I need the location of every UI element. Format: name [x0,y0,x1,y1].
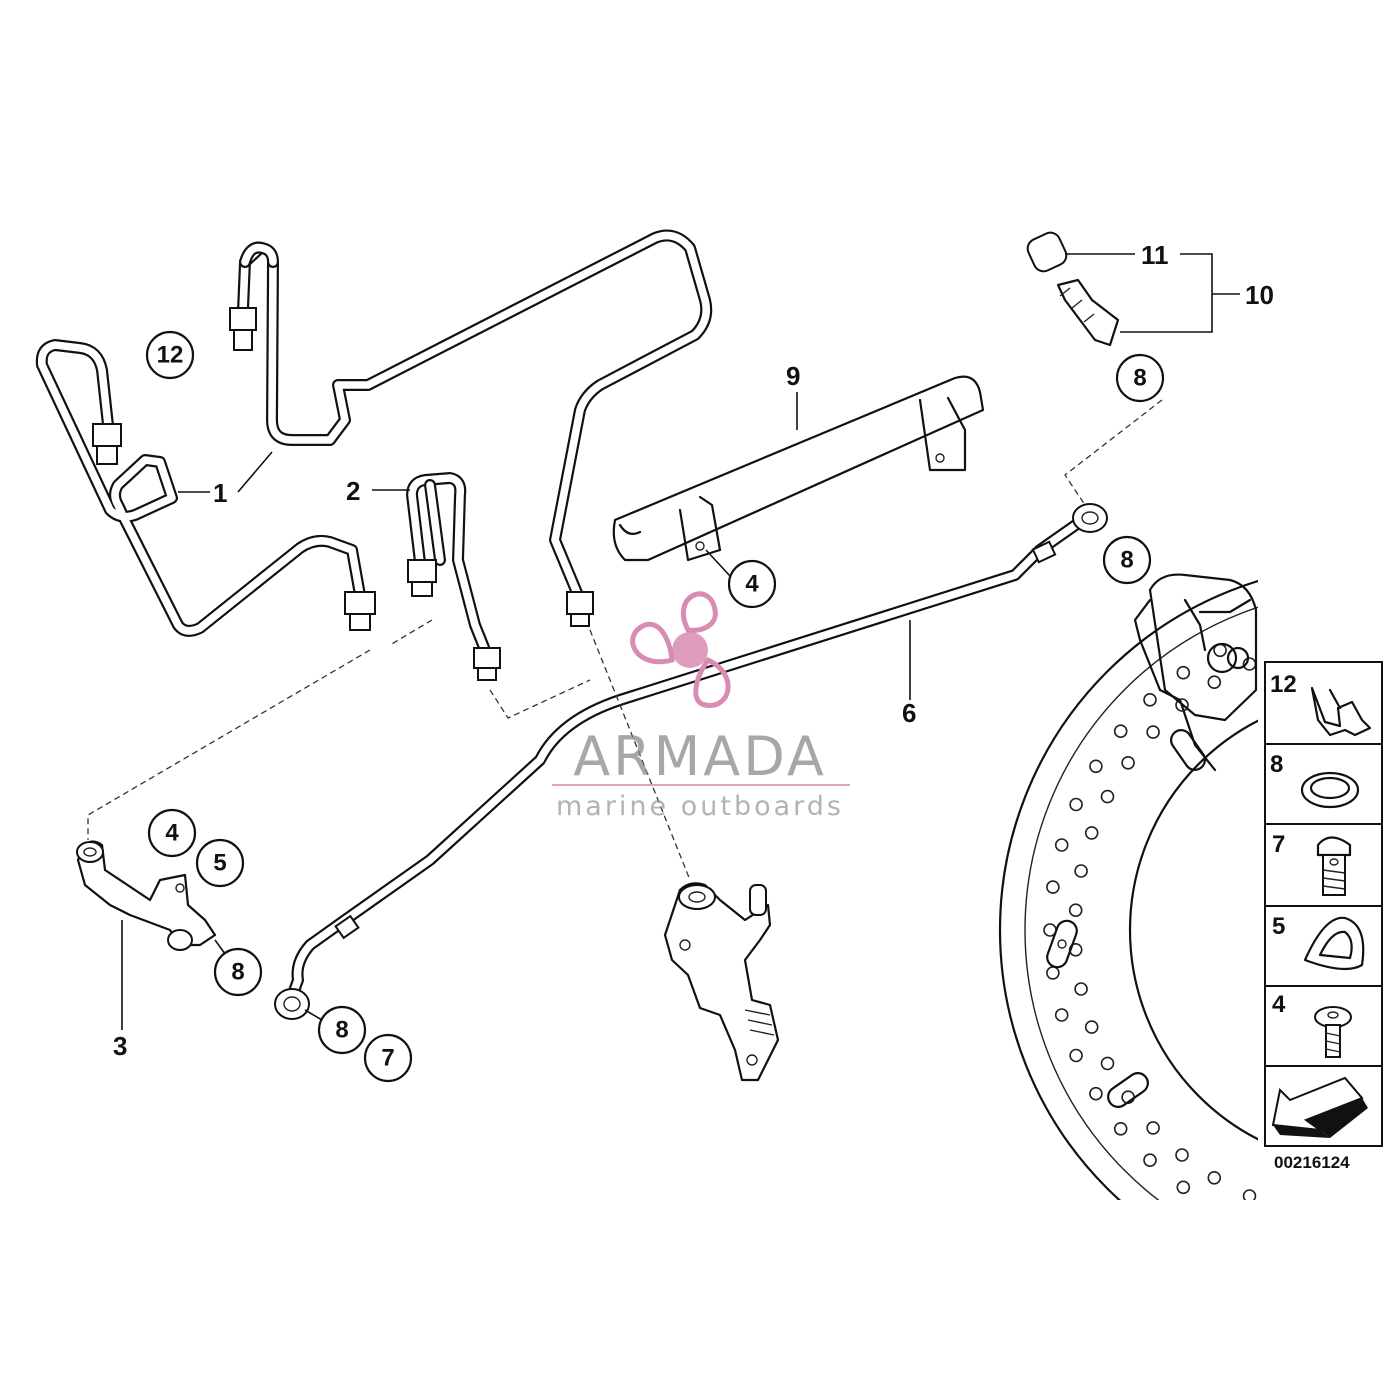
callout-9: 9 [786,361,800,391]
circled-5-left: 5 [195,838,245,888]
disc-hole [1214,1204,1226,1216]
disc-hole [1046,880,1060,894]
banjo-bolt-icon [1316,836,1352,896]
svg-text:8: 8 [1120,547,1133,574]
callout-6: 6 [902,698,916,728]
legend-label-7: 7 [1272,831,1285,858]
circled-4-bracket: 4 [727,559,777,609]
svg-text:8: 8 [1133,365,1146,392]
disc-hole [1121,755,1135,770]
disc-hole [1207,1171,1222,1185]
screw-icon [1314,1006,1352,1058]
clip-icon [1310,686,1372,737]
disc-hole [1089,1086,1103,1101]
leader-lines [121,253,1240,1030]
callout-11: 11 [1141,240,1169,270]
propeller-logo-icon [630,591,731,708]
brake-pipe-1 [229,229,713,627]
svg-text:8: 8 [231,959,244,986]
disc-hole [1175,698,1189,712]
callout-1: 1 [213,478,227,508]
callout-10: 10 [1245,280,1274,310]
disc-hole [1242,1189,1257,1200]
disc-holes [1043,643,1257,1216]
circled-8-top: 8 [1115,353,1165,403]
watermark-brand: ARMADA [573,725,827,788]
circled-12: 12 [145,330,195,380]
connector-3 [76,840,217,951]
disc-hole [1054,1008,1069,1022]
callout-2: 2 [346,476,360,506]
disc-hole [1143,1153,1157,1167]
disc-hole [1054,838,1069,852]
circled-8-right: 8 [1102,535,1152,585]
disc-hole [1113,724,1128,739]
disc-hole [1046,966,1060,980]
legend-label-4: 4 [1272,991,1286,1018]
brake-pipe-left [35,339,376,637]
parts-legend: 12 8 7 5 4 [1264,661,1383,1172]
brake-disc [999,573,1258,1216]
disc-hole [1146,1121,1160,1135]
brake-pipe-2 [406,472,501,681]
disc-hole [1176,1180,1191,1195]
callout-3: 3 [113,1031,127,1061]
pipe-bracket-9 [612,375,985,562]
bleeder-valve [1026,231,1120,347]
svg-text:12: 12 [157,342,184,369]
brake-hose-6 [274,503,1108,1020]
disc-hole [1175,1148,1189,1162]
disc-hole [1113,1122,1128,1136]
assembly-lines [87,399,1163,881]
disc-hole [1143,692,1157,707]
legend-label-12: 12 [1270,671,1297,698]
disc-hole [1069,1048,1083,1063]
legend-label-5: 5 [1272,913,1285,940]
disc-hole [1084,1020,1099,1034]
svg-text:4: 4 [745,571,759,598]
master-cylinder [663,882,780,1082]
disc-hole [1089,759,1103,774]
disc-hole [1176,665,1191,680]
svg-text:5: 5 [213,850,226,877]
disc-hole [1069,797,1083,812]
disc-hole [1207,675,1222,690]
disc-hole [1146,725,1160,739]
circled-8-left: 8 [213,947,263,997]
circled-4-left: 4 [147,808,197,858]
svg-text:8: 8 [335,1017,348,1044]
svg-text:4: 4 [165,820,179,847]
watermark: ARMADA marine outboards [552,591,850,822]
disc-hole [1100,1056,1115,1071]
disc-hole [1084,826,1099,840]
watermark-tagline: marine outboards [556,791,844,822]
disc-hole [1074,982,1088,996]
disc-hole [1074,864,1088,878]
svg-text:7: 7 [381,1045,394,1072]
circled-7-bottom: 7 [363,1033,413,1083]
legend-box-5 [1264,905,1383,987]
diagram-code: 00216124 [1274,1153,1350,1172]
legend-label-8: 8 [1270,751,1283,778]
direction-arrow-icon [1271,1076,1368,1138]
disc-hole [1100,789,1115,804]
circled-8-bottom: 8 [317,1005,367,1055]
sealing-ring-icon [1300,771,1360,809]
disc-hole [1068,903,1083,918]
teardrop-washer-icon [1303,916,1365,971]
brake-caliper [1133,573,1258,772]
